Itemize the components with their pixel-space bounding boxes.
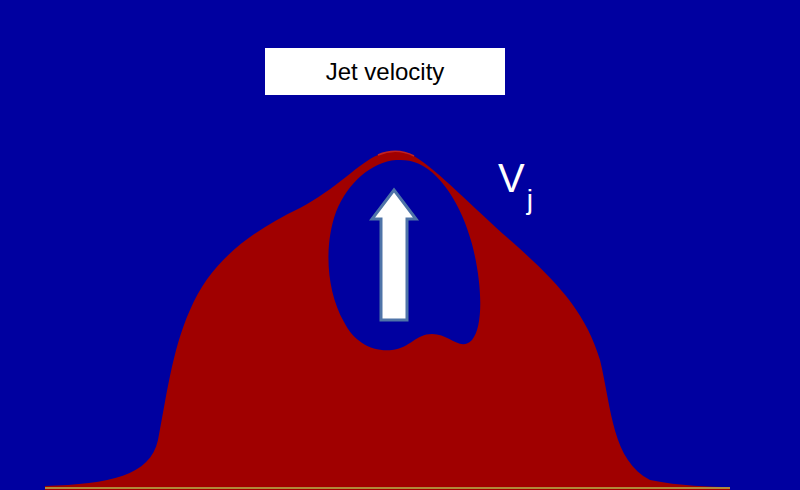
title-box: Jet velocity (265, 48, 505, 95)
liquid-region (45, 151, 730, 490)
gas-cavity (328, 160, 480, 350)
velocity-arrow (372, 190, 416, 320)
membrane-edge (378, 151, 414, 156)
velocity-subscript: j (527, 186, 533, 214)
wall-line (45, 487, 730, 489)
box-label: Jet velocity (326, 58, 445, 86)
velocity-symbol: V (498, 158, 525, 198)
